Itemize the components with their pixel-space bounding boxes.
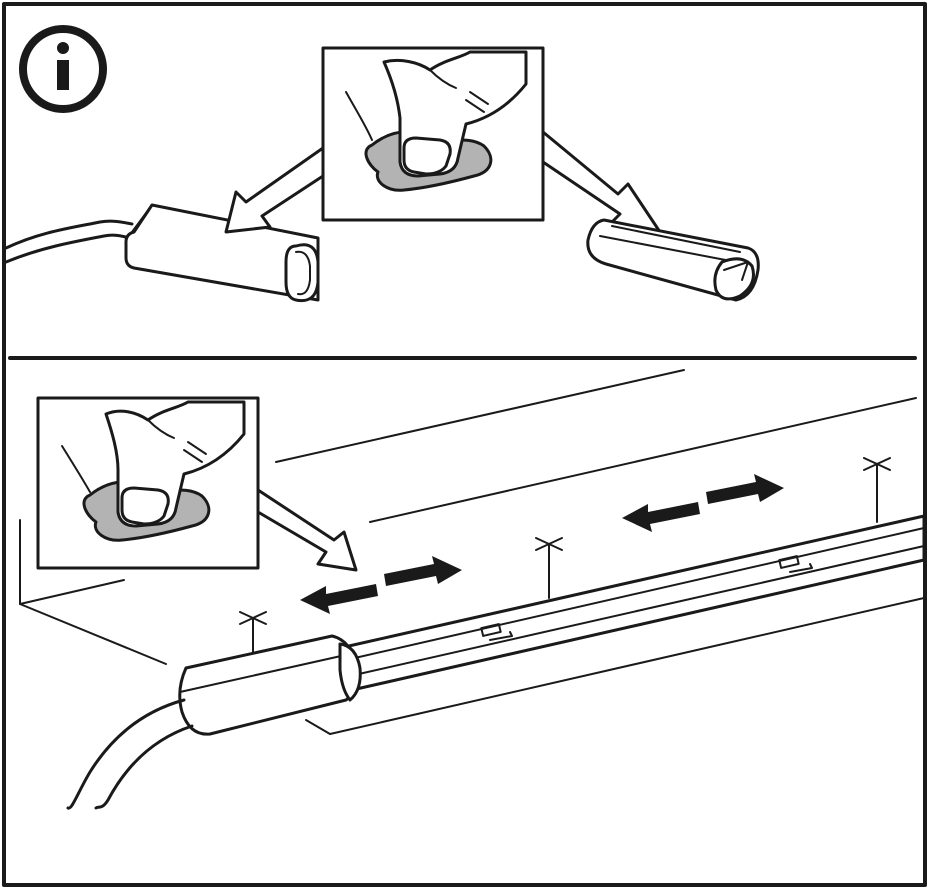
strip-cable xyxy=(66,698,186,810)
bottom-panel xyxy=(19,369,926,810)
double-headed-arrow-icon-2 xyxy=(622,474,784,532)
finger-wiping-cloth-icon-2 xyxy=(61,400,246,542)
mounting-clip-2 xyxy=(535,537,563,599)
double-headed-arrow-icon xyxy=(300,556,462,614)
info-icon xyxy=(19,25,107,113)
mounting-clip-1 xyxy=(239,611,267,657)
finger-wiping-cloth-icon xyxy=(345,50,528,192)
mounting-surface xyxy=(19,369,925,735)
arrow-to-plug xyxy=(224,146,325,234)
strip-end-cap xyxy=(178,634,362,736)
connector-plug xyxy=(124,203,320,303)
top-panel xyxy=(4,25,760,303)
mounting-clip-3 xyxy=(863,457,891,523)
arrow-to-end-cap xyxy=(541,130,662,234)
wipe-inset-top xyxy=(321,46,545,222)
wipe-inset-bottom xyxy=(36,396,260,570)
power-cable xyxy=(4,219,134,250)
arrow-to-strip xyxy=(256,488,358,572)
end-cap xyxy=(586,218,760,302)
